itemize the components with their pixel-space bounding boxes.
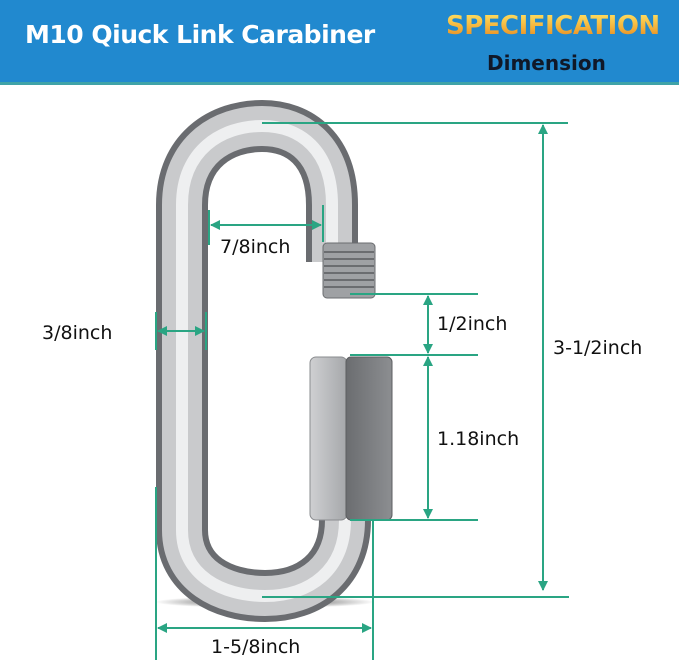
product-title: M10 Qiuck Link Carabiner <box>25 20 375 49</box>
total-width-label: 1-5/8inch <box>211 636 301 658</box>
dimension-subtitle: Dimension <box>487 51 606 75</box>
dimension-lines <box>155 122 569 660</box>
gap-label: 1/2inch <box>437 313 508 335</box>
hex-nut <box>309 356 393 521</box>
threaded-end <box>322 242 376 299</box>
gate-opening-label: 7/8inch <box>220 236 291 258</box>
nut-length-label: 1.18inch <box>437 428 520 450</box>
header-banner: M10 Qiuck Link Carabiner SPECIFICATION D… <box>0 0 679 85</box>
carabiner-body <box>156 99 371 623</box>
wire-diameter-label: 3/8inch <box>42 322 113 344</box>
specification-heading: SPECIFICATION <box>446 11 660 41</box>
total-length-label: 3-1/2inch <box>553 337 643 359</box>
